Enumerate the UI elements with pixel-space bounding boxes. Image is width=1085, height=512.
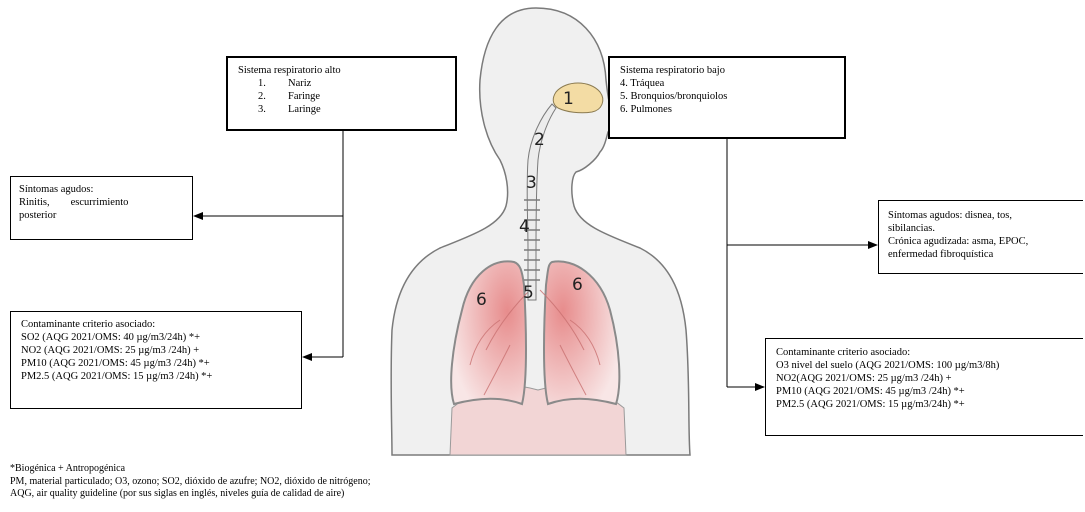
organ-label-bronchi: 5 [523, 283, 534, 303]
organ-label-right-lung: 6 [572, 275, 583, 295]
organ-label-nose: 1 [563, 89, 574, 109]
upper-symptoms-title: Síntomas agudos: [19, 183, 184, 196]
lower-symptoms-line: Crónica agudizada: asma, EPOC, [888, 235, 1077, 248]
arrow-to-lower-symptoms [868, 241, 878, 249]
nasal-cavity [553, 83, 603, 113]
list-item: 3.Laringe [258, 103, 445, 116]
lower-symptoms-line: enfermedad fibroquística [888, 248, 1077, 261]
pollutant-line: PM2.5 (AQG 2021/OMS: 15 µg/m3 /24h) *+ [21, 370, 291, 383]
upper-symptoms-text: Rinitis, escurrimiento [19, 196, 184, 209]
upper-pollutants-title: Contaminante criterio asociado: [21, 318, 291, 331]
list-item: 5. Bronquios/bronquiolos [620, 90, 834, 103]
footnote-line: PM, material particulado; O3, ozono; SO2… [10, 476, 370, 489]
lower-symptoms-box: Síntomas agudos: disnea, tos, sibilancia… [878, 200, 1083, 274]
lower-pollutants-title: Contaminante criterio asociado: [776, 346, 1073, 359]
arrow-to-upper-pollutants [302, 353, 312, 361]
upper-pollutants-box: Contaminante criterio asociado: SO2 (AQG… [10, 311, 302, 409]
pollutant-line: PM2.5 (AQG 2021/OMS: 15 µg/m3/24h) *+ [776, 398, 1073, 411]
organ-label-larynx: 3 [526, 173, 537, 193]
lower-symptoms-line: Síntomas agudos: disnea, tos, [888, 209, 1077, 222]
pollutant-line: SO2 (AQG 2021/OMS: 40 µg/m3/24h) *+ [21, 331, 291, 344]
organ-label-left-lung: 6 [476, 290, 487, 310]
lower-system-title: Sistema respiratorio bajo [620, 64, 834, 77]
arrow-to-upper-symptoms [193, 212, 203, 220]
footnotes: *Biogénica + Antropogénica PM, material … [10, 463, 370, 501]
arrow-to-lower-pollutants [755, 383, 765, 391]
list-item: 4. Tráquea [620, 77, 834, 90]
pollutant-line: NO2(AQG 2021/OMS: 25 µg/m3 /24h) + [776, 372, 1073, 385]
upper-system-title: Sistema respiratorio alto [238, 64, 445, 77]
pollutant-line: PM10 (AQG 2021/OMS: 45 µg/m3 /24h) *+ [21, 357, 291, 370]
pollutant-line: NO2 (AQG 2021/OMS: 25 µg/m3 /24h) + [21, 344, 291, 357]
footnote-line: AQG, air quality guideline (por sus sigl… [10, 488, 370, 501]
upper-system-box: Sistema respiratorio alto 1.Nariz 2.Fari… [226, 56, 457, 131]
organ-label-pharynx: 2 [534, 130, 545, 150]
lower-system-box: Sistema respiratorio bajo 4. Tráquea 5. … [608, 56, 846, 139]
organ-label-trachea: 4 [519, 217, 530, 237]
pollutant-line: PM10 (AQG 2021/OMS: 45 µg/m3 /24h) *+ [776, 385, 1073, 398]
list-item: 2.Faringe [258, 90, 445, 103]
lower-pollutants-box: Contaminante criterio asociado: O3 nivel… [765, 338, 1083, 436]
upper-symptoms-box: Síntomas agudos: Rinitis, escurrimiento … [10, 176, 193, 240]
pollutant-line: O3 nivel del suelo (AQG 2021/OMS: 100 µg… [776, 359, 1073, 372]
list-item: 6. Pulmones [620, 103, 834, 116]
list-item: 1.Nariz [258, 77, 445, 90]
upper-symptoms-text-cont: posterior [19, 209, 184, 222]
lower-symptoms-line: sibilancias. [888, 222, 1077, 235]
footnote-line: *Biogénica + Antropogénica [10, 463, 370, 476]
